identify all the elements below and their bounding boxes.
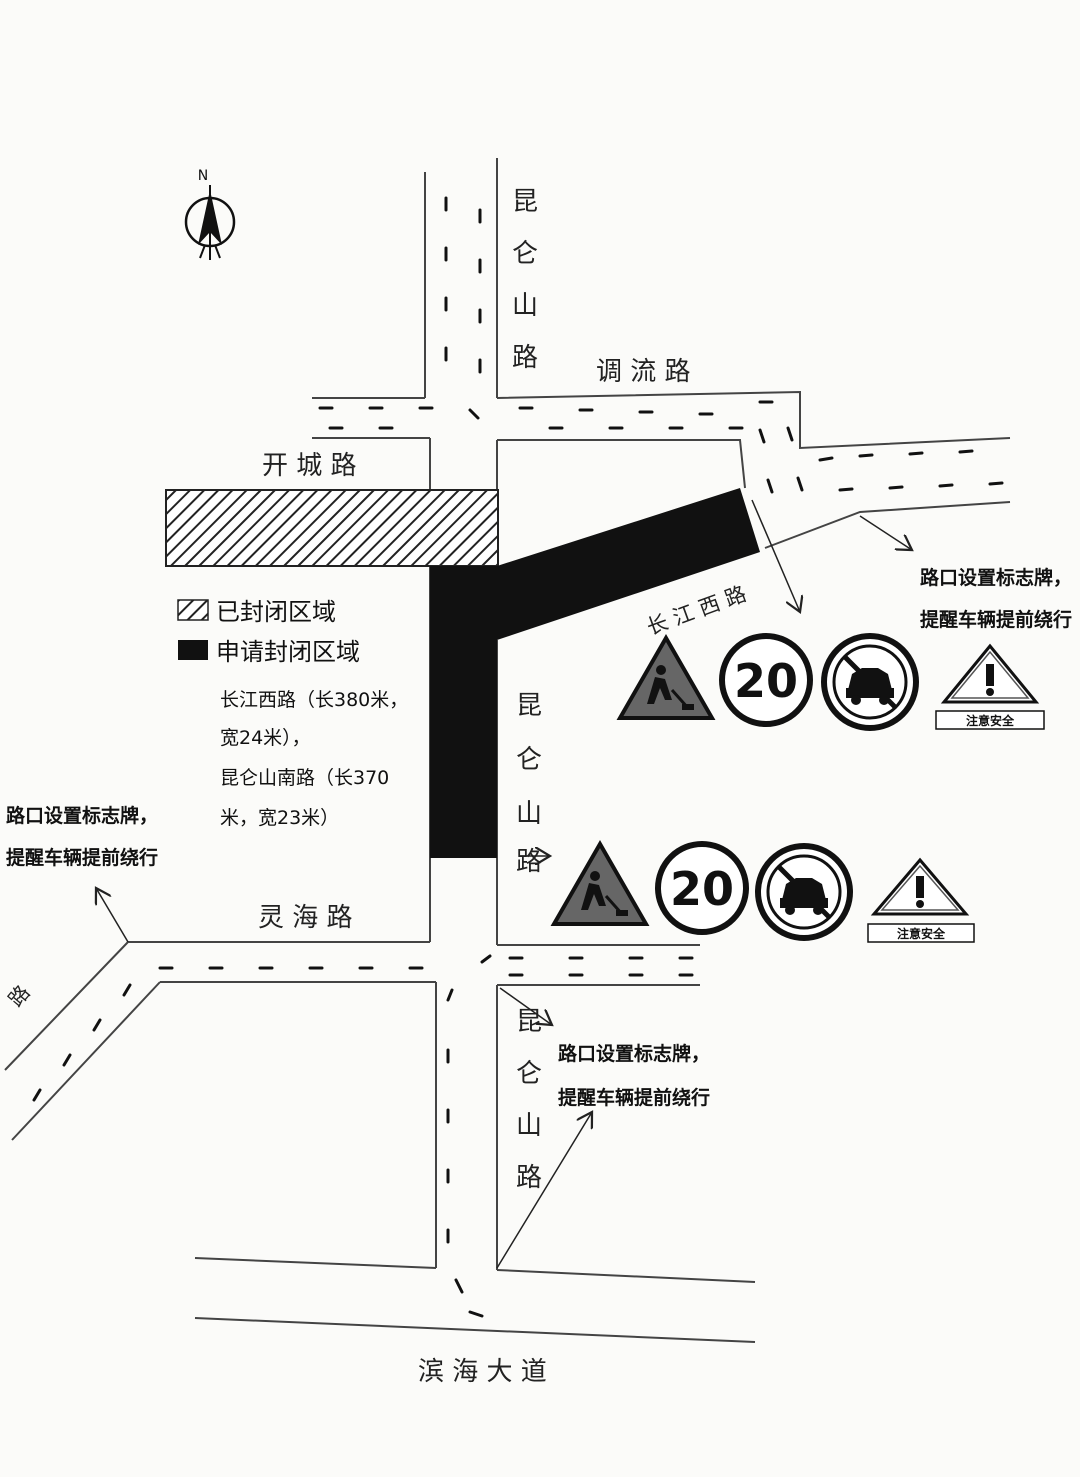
map-text: 路 xyxy=(516,847,542,877)
caution-icon: 注意安全 xyxy=(867,857,975,943)
map-text: 路口设置标志牌， xyxy=(920,566,1072,589)
sign-row-lower: 20 注意安全 xyxy=(550,839,975,943)
annotation-arrows xyxy=(96,499,912,1269)
map-text: 山 xyxy=(516,799,542,829)
road-label-kunlunshan-south: 昆 xyxy=(516,1007,542,1037)
legend-apply-label: 申请封闭区域 xyxy=(216,638,360,666)
road-label-linghai: 灵 海 路 xyxy=(258,903,353,933)
no-vehicles-icon xyxy=(821,633,919,731)
road-label-west-partial: 路 xyxy=(3,980,34,1011)
legend-closed-label: 已封闭区域 xyxy=(216,598,336,626)
map-text: 山 xyxy=(516,1111,542,1141)
sign-row-upper: 20 注意安全 xyxy=(616,633,1045,731)
map-text: 20 xyxy=(670,862,734,916)
map-text: 路 xyxy=(516,1163,542,1193)
road-label-kunlunshan-north: 昆 xyxy=(512,187,538,217)
map-text: 仑 xyxy=(516,1059,542,1089)
legend-dim-line: 宽24米）， xyxy=(220,727,311,749)
map-text: 路 xyxy=(512,343,538,373)
map-text: 路口设置标志牌， xyxy=(6,804,158,827)
road-label-tiaoliu: 调 流 路 xyxy=(596,357,691,387)
note-s: 路口设置标志牌， 提醒车辆提前绕行 xyxy=(558,1042,710,1109)
road-label-binhai: 滨 海 大 道 xyxy=(418,1357,547,1387)
note-ne: 路口设置标志牌， 提醒车辆提前绕行 xyxy=(920,566,1072,631)
road-label-kunlunshan-mid: 昆 xyxy=(516,691,542,721)
lane-dashes xyxy=(32,196,1004,1318)
legend-apply-swatch xyxy=(178,640,208,660)
road-label-kaicheng: 开 城 路 xyxy=(262,451,357,481)
legend-dim-line: 长江西路（长380米， xyxy=(220,689,408,711)
legend-dim-line: 米，宽23米） xyxy=(220,807,339,829)
closed-area-kaicheng xyxy=(165,489,499,567)
map-text: 路口设置标志牌， xyxy=(558,1042,710,1065)
legend: 已封闭区域 申请封闭区域 长江西路（长380米， 宽24米）， 昆仑山南路（长3… xyxy=(177,598,408,829)
compass: N xyxy=(184,168,236,260)
note-w: 路口设置标志牌， 提醒车辆提前绕行 xyxy=(6,804,158,869)
north-arrow-icon xyxy=(198,185,222,260)
map-text: 20 xyxy=(734,654,798,708)
map-text: 提醒车辆提前绕行 xyxy=(558,1086,710,1109)
map-text: 注意安全 xyxy=(966,713,1015,728)
road-work-icon xyxy=(550,839,650,926)
legend-dim-line: 昆仑山南路（长370 xyxy=(220,767,389,789)
apply-closure-area xyxy=(430,488,760,858)
speed-limit-icon: 20 xyxy=(655,841,749,935)
road-edges xyxy=(4,158,1011,1343)
map-text: 山 xyxy=(512,291,538,321)
speed-limit-icon: 20 xyxy=(719,633,813,727)
map-text: 仑 xyxy=(512,239,538,269)
map-text: 提醒车辆提前绕行 xyxy=(6,846,158,869)
safety-label-box xyxy=(867,923,975,943)
map-text: 注意安全 xyxy=(897,926,946,941)
no-vehicles-icon xyxy=(755,843,853,941)
road-work-icon xyxy=(616,633,716,720)
map-text: 提醒车辆提前绕行 xyxy=(920,608,1072,631)
map-text: N xyxy=(198,168,208,184)
road-label-changjiang-west: 长 江 西 路 xyxy=(644,582,750,640)
safety-label-box xyxy=(935,710,1045,730)
caution-icon: 注意安全 xyxy=(935,643,1045,730)
legend-closed-swatch xyxy=(177,599,209,621)
map-text: 仑 xyxy=(516,745,542,775)
